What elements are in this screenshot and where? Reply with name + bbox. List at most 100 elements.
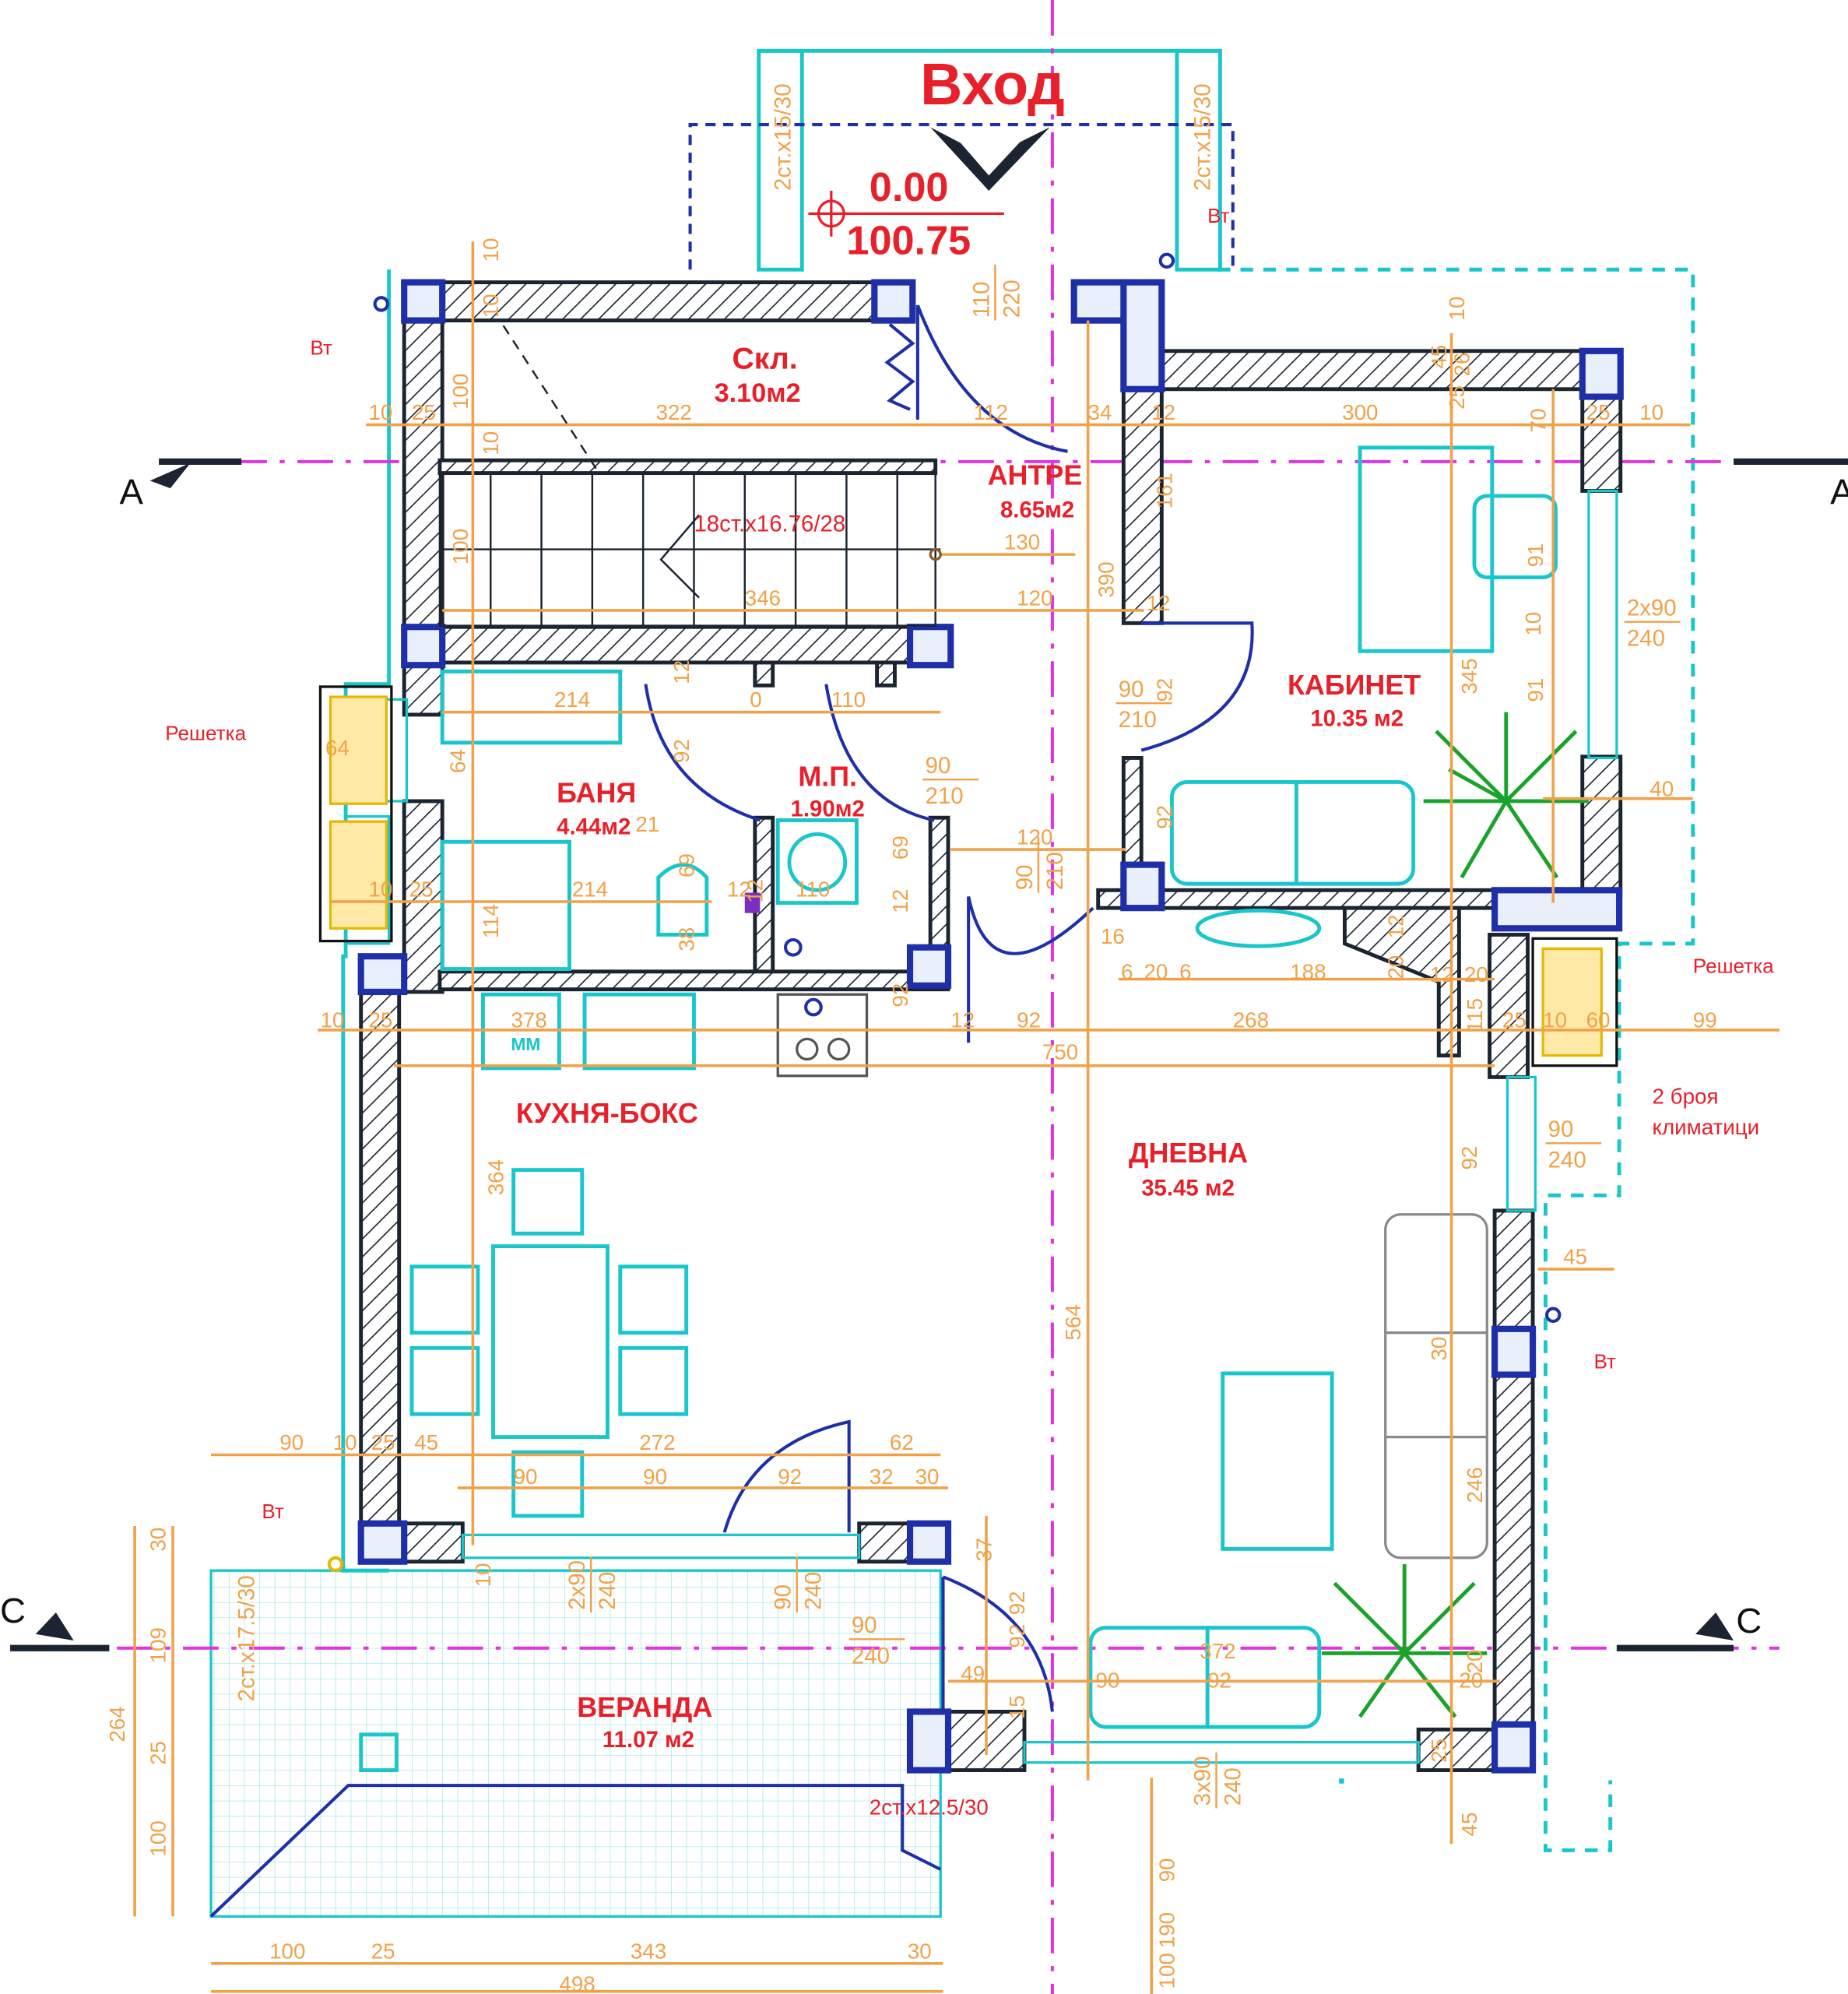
dim-h-label: 322 xyxy=(655,400,691,424)
opening-width: 110 xyxy=(968,281,994,318)
dim-h-label: 25 xyxy=(412,400,436,424)
grille-left xyxy=(318,685,393,943)
dim-h-label: 6 xyxy=(1121,960,1133,984)
dim-h-label: 214 xyxy=(554,688,590,712)
room-veranda-area: 11.07 м2 xyxy=(603,1727,694,1753)
note-grille-left: Решетка xyxy=(165,722,246,745)
dim-v-label: 64 xyxy=(446,749,470,773)
dim-v-label: 92 xyxy=(669,739,694,763)
dim-h-label: 112 xyxy=(974,400,1008,424)
opening-height: 240 xyxy=(1627,626,1665,652)
dim-h-label: 90 xyxy=(1095,1668,1119,1692)
dim-h-label: 20 xyxy=(1459,1668,1483,1692)
dim-v-label: 45 xyxy=(1457,1813,1481,1837)
dim-h-label: 12 xyxy=(950,1008,975,1032)
dim-v-label: 161 xyxy=(1152,473,1176,508)
dim-v-label: 70 xyxy=(1526,408,1550,432)
dim-h-label: 343 xyxy=(631,1939,666,1963)
dim-v-label: 90 xyxy=(1155,1858,1179,1882)
dim-h-label: 110 xyxy=(831,688,866,712)
dim-h-label: 10 xyxy=(333,1430,357,1454)
dim-h-label: 92 xyxy=(778,1465,802,1489)
dim-h-label: 10 xyxy=(368,877,392,901)
dim-v-label: 10 xyxy=(479,294,503,318)
dimension-lines xyxy=(133,241,1779,1994)
dim-h-label: 100 xyxy=(269,1939,305,1963)
room-hall-name: АНТРЕ xyxy=(988,459,1083,491)
veranda-floor xyxy=(209,1569,942,1918)
insulation-outline xyxy=(341,269,392,1573)
room-veranda-name: ВЕРАНДА xyxy=(577,1691,712,1723)
dim-h-label: 12 xyxy=(727,877,751,901)
room-storage-area: 3.10м2 xyxy=(715,378,801,408)
dim-h-label: 45 xyxy=(414,1430,438,1454)
dim-v-label: 25 xyxy=(1427,1739,1451,1763)
dim-h-label: 12 xyxy=(1147,591,1171,615)
note-ac-2: климатици xyxy=(1653,1115,1760,1139)
dim-v-label: 12 xyxy=(743,879,768,903)
opening-width: 90 xyxy=(852,1612,877,1638)
opening-height: 240 xyxy=(852,1643,890,1669)
note-stairs-left: 2ст.х15/30 xyxy=(771,83,796,191)
furniture xyxy=(359,445,1558,1784)
dim-v-label: 564 xyxy=(1061,1304,1085,1340)
dim-h-label: 120 xyxy=(1017,586,1052,610)
entrance-level-bottom: 100.75 xyxy=(846,219,971,264)
dim-v-label: 92 xyxy=(1152,805,1176,829)
room-wc-area: 1.90м2 xyxy=(791,797,865,822)
dim-h-label: 25 xyxy=(409,877,434,901)
dim-v-label: 100 xyxy=(146,1820,170,1856)
entrance-title: Вход xyxy=(920,51,1065,117)
entrance-arrow xyxy=(808,127,1050,237)
note-vt-1: Вт xyxy=(310,336,332,360)
dim-h-label: 25 xyxy=(371,1430,395,1454)
plant-office xyxy=(1423,712,1589,879)
note-stairs-veranda: 2ст.х17.5/30 xyxy=(234,1575,260,1701)
dim-h-label: 25 xyxy=(368,1008,392,1032)
dim-h-label: 92 xyxy=(1207,1668,1231,1692)
dim-h-label: 34 xyxy=(1088,400,1112,424)
note-mm: ММ xyxy=(511,1034,540,1054)
section-c-right: C xyxy=(1736,1601,1762,1641)
columns xyxy=(357,279,1624,1774)
dim-v-label: 10 xyxy=(471,1563,495,1587)
dim-h-label: 49 xyxy=(961,1662,985,1686)
room-hall-area: 8.65м2 xyxy=(1000,498,1074,523)
dim-h-label: 110 xyxy=(796,877,830,901)
dim-h-label: 60 xyxy=(1586,1008,1611,1032)
opening-height: 240 xyxy=(1221,1767,1246,1806)
dim-v-label: 92 xyxy=(888,983,912,1008)
dim-v-label: 92 xyxy=(1005,1624,1029,1648)
utility-marks xyxy=(327,252,1562,1573)
dim-v-label: 390 xyxy=(1094,561,1118,597)
dim-h-label: 300 xyxy=(1342,400,1378,424)
opening-width: 90 xyxy=(771,1584,796,1610)
dim-v-label: 91 xyxy=(1523,678,1548,702)
dim-v-label: 10 xyxy=(479,238,503,262)
dim-h-label: 16 xyxy=(1101,924,1125,948)
dim-v-label: 20 xyxy=(1463,1650,1487,1674)
room-bath-area: 4.44м2 xyxy=(557,814,631,839)
dim-h-label: 90 xyxy=(643,1465,667,1489)
room-storage-name: Скл. xyxy=(732,343,797,376)
dim-h-label: 20 xyxy=(1144,960,1168,984)
dim-v-label: 69 xyxy=(888,835,912,860)
dim-h-label: 64 xyxy=(325,736,350,760)
dim-v-label: 26 xyxy=(1449,353,1474,377)
opening-width: 3x90 xyxy=(1189,1757,1215,1806)
dim-h-label: 130 xyxy=(1004,530,1040,554)
canopy-outline xyxy=(688,123,1235,270)
note-vt-3: Вт xyxy=(1593,1349,1616,1373)
dim-v-label: 114 xyxy=(479,904,503,938)
dim-h-label: 498 xyxy=(559,1972,595,1994)
dim-h-label: 20 xyxy=(1464,962,1488,986)
note-stairs-main: 18ст.х16.76/28 xyxy=(694,512,845,537)
section-markers xyxy=(10,458,1848,1651)
grille-right xyxy=(1531,937,1618,1067)
dim-v-label: 12 xyxy=(1384,914,1408,938)
dim-h-label: 25 xyxy=(1586,400,1611,424)
opening-height: 210 xyxy=(1119,707,1157,733)
